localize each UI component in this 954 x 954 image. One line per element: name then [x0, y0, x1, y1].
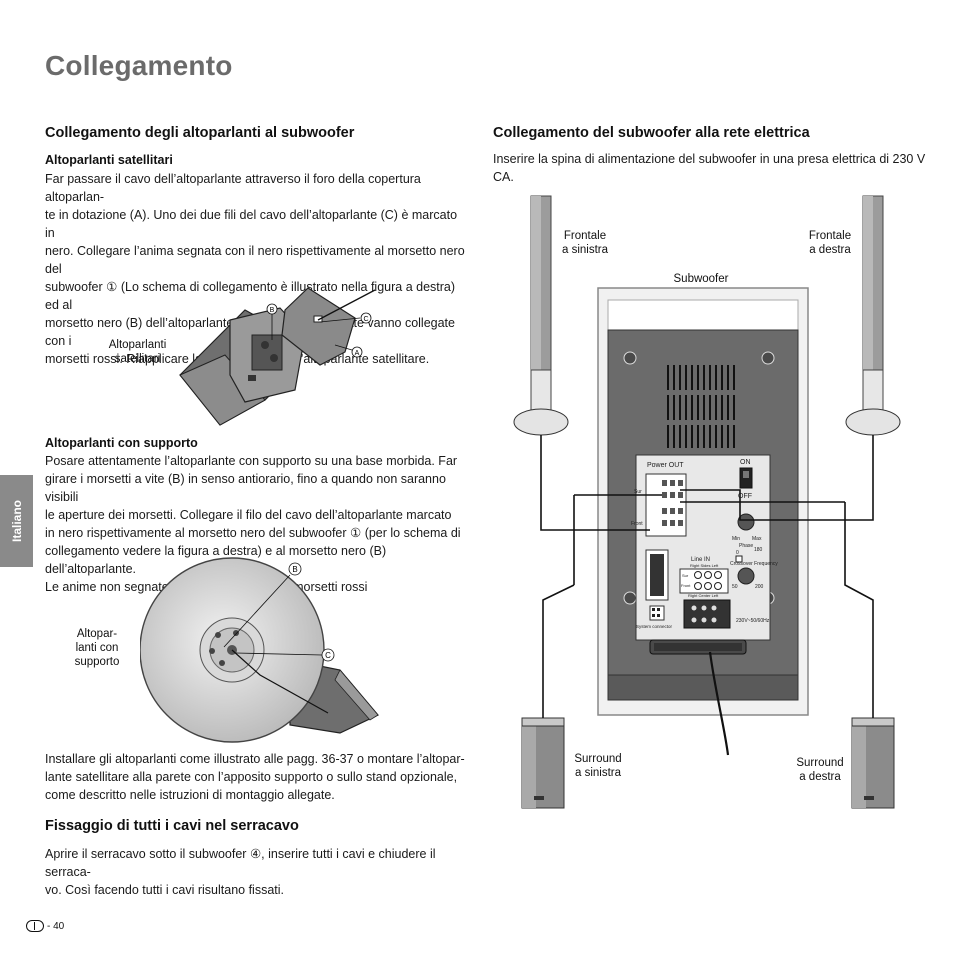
page-number-text: - 40 [47, 920, 65, 932]
paragraph-cables: Aprire il serracavo sotto il subwoofer ④… [45, 845, 475, 899]
phase-0-label: 0 [736, 550, 739, 556]
language-tab-label: Italiano [9, 499, 24, 543]
label-front-left: Frontale a sinistra [555, 229, 615, 257]
sur-label: Sur [634, 489, 642, 495]
paragraph-install: Installare gli altoparlanti come illustr… [45, 750, 475, 804]
subheading-satellite: Altoparlanti satellitari [45, 153, 173, 167]
subheading-stand: Altoparlanti con supporto [45, 436, 198, 450]
marker-b: B [292, 565, 297, 574]
label-line: Surround [574, 753, 622, 765]
label-line: Frontale [563, 230, 607, 242]
phase-180-label: 180 [754, 547, 763, 553]
right-center-left-label: Right Center Left [688, 593, 719, 598]
text-line: subwoofer ① (Lo schema di collegamento è… [45, 280, 456, 312]
label-line: Surround [796, 757, 844, 769]
marker-c: C [363, 316, 368, 323]
fig1-label-line: Altoparlanti [108, 339, 167, 351]
right-sides-left-label: Right Sides Left [690, 563, 719, 568]
f200-label: 200 [755, 584, 764, 590]
connection-diagram: Power OUT Sur Front ON OFF Min Max Phase… [513, 195, 901, 809]
power-out-label: Power OUT [647, 462, 684, 469]
crossover-label: Crossover Frequency [730, 561, 778, 567]
mains-rating-label: 230V~50/60Hz [736, 618, 770, 624]
line-front-label: Front [681, 583, 691, 588]
satellite-speaker-illustration: B C A [179, 287, 376, 426]
section-heading-cables: Fissaggio di tutti i cavi nel serracavo [45, 818, 299, 834]
text-line: le aperture dei morsetti. Collegare il f… [45, 508, 452, 522]
front-right-speaker [845, 195, 901, 436]
line-sur-label: Sur [682, 573, 689, 578]
text-line: girare i morsetti a vite (B) in senso an… [45, 472, 446, 504]
stand-speaker-illustration: B C [140, 557, 379, 743]
system-connector-label: System connector [636, 624, 673, 629]
fig2-label-line: Altopar- [76, 628, 118, 640]
label-line: a destra [799, 771, 841, 783]
text-line: vo. Così facendo tutti i cavi risultano … [45, 883, 284, 897]
fig2-label: Altopar- lanti con supporto [62, 627, 132, 669]
text-line: nero. Collegare l’anima segnata con il n… [45, 244, 465, 276]
section-heading-mains: Collegamento del subwoofer alla rete ele… [493, 125, 810, 141]
on-label: ON [740, 459, 751, 466]
text-line: in nero rispettivamente al morsetto nero… [45, 526, 461, 540]
language-tab: Italiano [0, 475, 33, 567]
text-line: Posare attentamente l’altoparlante con s… [45, 454, 458, 468]
marker-c: C [325, 651, 331, 660]
label-line: Frontale [808, 230, 852, 242]
marker-b: B [270, 307, 275, 314]
front-label: Front [631, 521, 643, 527]
text-line: lante satellitare alla parete con l’appo… [45, 770, 458, 784]
phase-label: Phase [739, 543, 753, 549]
label-subwoofer: Subwoofer [673, 273, 729, 285]
f50-label: 50 [732, 584, 738, 590]
label-surround-left: Surround a sinistra [567, 752, 629, 780]
min-label: Min [732, 536, 740, 542]
page-number: - 40 [26, 920, 64, 932]
paragraph-mains: Inserire la spina di alimentazione del s… [493, 152, 926, 184]
fig1-label: Altoparlanti satellitari [95, 338, 180, 366]
max-label: Max [752, 536, 762, 542]
label-line: a sinistra [561, 244, 609, 256]
text-line: Installare gli altoparlanti come illustr… [45, 752, 465, 766]
section-heading-speakers: Collegamento degli altoparlanti al subwo… [45, 125, 355, 141]
text-line: Far passare il cavo dell’altoparlante at… [45, 172, 421, 204]
fig1-label-line: satellitari [114, 353, 161, 365]
fig2-label-line: supporto [74, 656, 120, 668]
surround-right-speaker [851, 717, 895, 809]
marker-a: A [355, 350, 360, 357]
label-line: a destra [809, 244, 851, 256]
line-in-label: Line IN [691, 557, 710, 563]
text-line: te in dotazione (A). Uno dei due fili de… [45, 208, 458, 240]
text-line: come descritto nelle istruzioni di monta… [45, 788, 335, 802]
off-label: OFF [738, 493, 752, 500]
speaker-cables [540, 435, 874, 756]
front-left-speaker [513, 195, 569, 436]
surround-left-speaker [521, 717, 565, 809]
label-front-right: Frontale a destra [800, 229, 860, 257]
fig2-label-line: lanti con [75, 642, 119, 654]
label-surround-right: Surround a destra [789, 756, 851, 784]
text-line: Aprire il serracavo sotto il subwoofer ④… [45, 847, 436, 879]
label-line: a sinistra [574, 767, 622, 779]
italy-language-icon [26, 920, 44, 932]
text-line: collegamento vedere la figura a destra) … [45, 544, 387, 576]
page-title: Collegamento [45, 50, 233, 81]
